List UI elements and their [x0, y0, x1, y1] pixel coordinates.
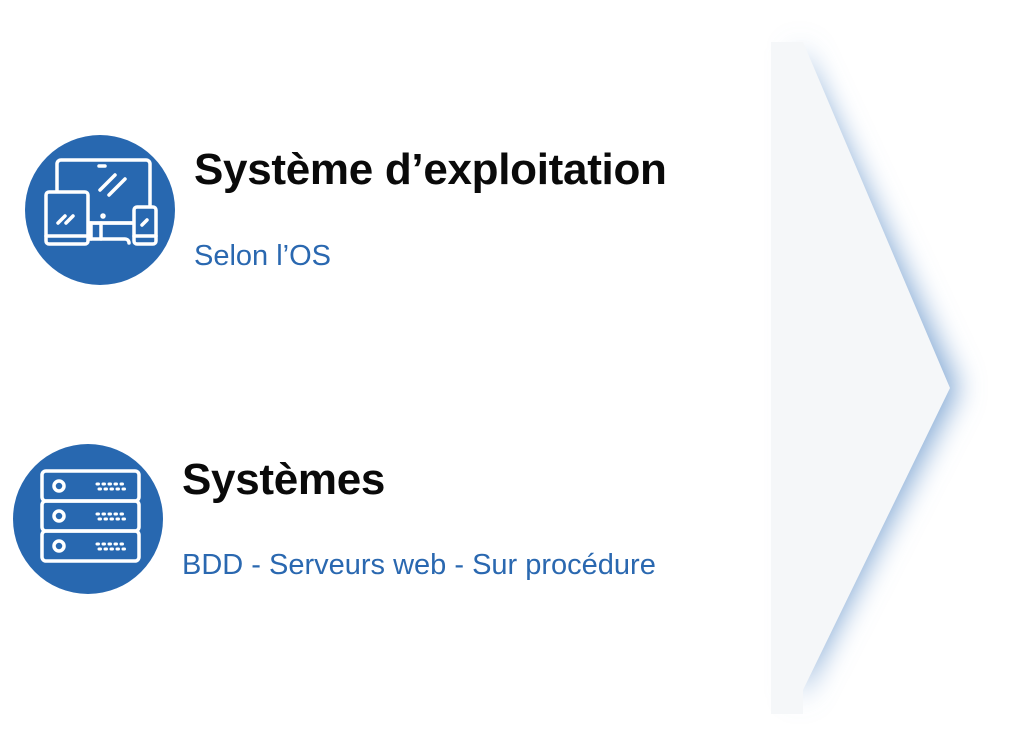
item-subtitle: BDD - Serveurs web - Sur procédure	[182, 549, 656, 581]
devices-icon	[25, 135, 175, 285]
item-subtitle: Selon l’OS	[194, 240, 332, 272]
server-icon	[13, 444, 163, 594]
item-title: Systèmes	[182, 455, 386, 504]
item-title: Système d’exploitation	[194, 145, 667, 194]
